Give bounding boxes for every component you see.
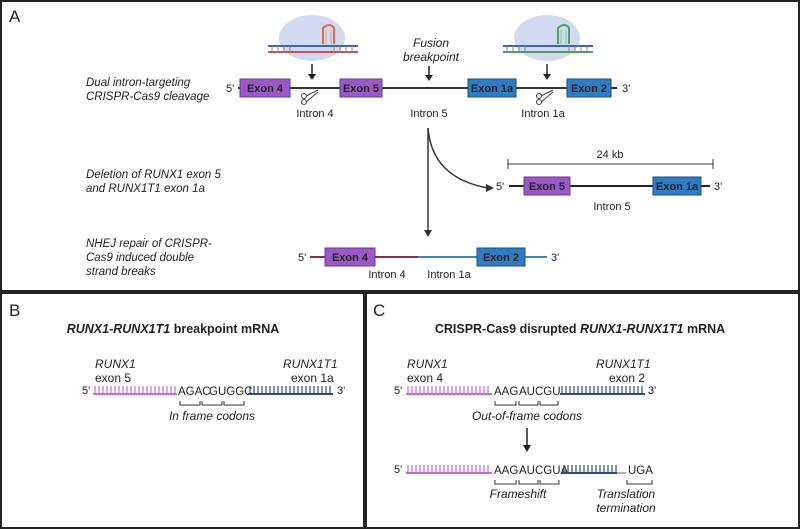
panel-b-right-gene: RUNX1T1 — [283, 357, 338, 371]
row3-three-prime: 3' — [551, 252, 559, 264]
cas9-complex-left-icon — [268, 15, 358, 61]
panel-c-bottom-codons-blue: AUCGUA — [519, 465, 569, 477]
panel-c-top-caption: Out-of-frame codons — [472, 409, 582, 423]
row2-exon5-box — [523, 176, 571, 196]
row1-intron5-label: Intron 5 — [410, 108, 447, 120]
panel-b-frame — [0, 292, 365, 529]
row3-caption-line1: NHEJ repair of CRISPR- — [86, 238, 212, 250]
panel-c-right-gene: RUNX1T1 — [596, 357, 651, 371]
panel-b-right-exon: exon 1a — [291, 371, 334, 385]
row1-exon1a-box — [467, 78, 517, 98]
row3-exon4-box — [324, 247, 376, 267]
row3-intron4-label: Intron 4 — [368, 269, 405, 281]
panel-c-bottom-five-prime: 5' — [394, 464, 402, 476]
row3-exon2-label: Exon 2 — [483, 252, 519, 264]
panel-b-left-exon: exon 5 — [95, 371, 131, 385]
panel-a-letter: A — [9, 7, 21, 26]
row2-caption-line2: and RUNX1T1 exon 1a — [86, 183, 205, 195]
panel-b-caption: In frame codons — [169, 409, 255, 423]
panel-c-top-runx1t1-strand — [560, 386, 645, 395]
row3-exon2-box — [476, 247, 526, 267]
fusion-breakpoint-label-line1: Fusion — [413, 36, 449, 50]
row2-exon5-label: Exon 5 — [529, 181, 565, 193]
panel-c-bottom-codon-brackets — [494, 480, 653, 485]
row2-exon1a-box — [652, 176, 702, 196]
row3-caption-line3: strand breaks — [86, 266, 156, 278]
row1-exon5-label: Exon 5 — [343, 83, 379, 95]
panel-c-top-codons-blue: AUCGU — [519, 386, 561, 398]
scissors-right-icon — [536, 89, 554, 105]
panel-c-top-runx1-strand — [406, 386, 492, 395]
panel-b-left-gene: RUNX1 — [95, 357, 136, 371]
panel-c-letter: C — [373, 301, 385, 320]
row3-caption-line2: Cas9 induced double — [86, 252, 194, 264]
row3-intron1a-label: Intron 1a — [427, 269, 471, 281]
row1-exon2-label: Exon 2 — [571, 83, 607, 95]
row1-exon4-box — [239, 78, 291, 98]
row3-five-prime: 5' — [298, 252, 306, 264]
row1-five-prime: 5' — [226, 83, 234, 95]
deletion-arrow — [427, 127, 489, 189]
panel-c-top-codons-purple: AAG — [494, 386, 518, 398]
panel-b-runx1t1-strand — [248, 386, 333, 395]
panel-b-three-prime: 3' — [337, 385, 345, 397]
row1-exon2-box — [566, 78, 612, 98]
panel-c-left-exon: exon 4 — [407, 371, 443, 385]
panel-b-letter: B — [9, 301, 20, 320]
panel-b-codons-blue: GUGGC — [209, 386, 252, 398]
row1-exon5-box — [339, 78, 383, 98]
panel-c-top-codon-brackets — [494, 401, 559, 406]
row1-three-prime: 3' — [622, 83, 630, 95]
row1-exon4-label: Exon 4 — [247, 83, 284, 95]
panel-c-frame — [365, 292, 800, 529]
panel-c-stop-codon: UGA — [628, 465, 653, 477]
panel-c-title: CRISPR-Cas9 disrupted RUNX1-RUNX1T1 mRNA — [435, 322, 725, 336]
panel-c-frameshift-label: Frameshift — [490, 487, 547, 501]
row2-intron5-label: Intron 5 — [593, 201, 630, 213]
panel-c-termination-line2: termination — [596, 501, 656, 515]
fusion-breakpoint-label-line2: breakpoint — [403, 50, 460, 64]
cas9-complex-right-icon — [503, 15, 593, 61]
panel-b-codon-brackets — [179, 401, 245, 406]
row2-caption-line1: Deletion of RUNX1 exon 5 — [86, 169, 221, 181]
scale-bar-label: 24 kb — [597, 149, 624, 161]
panel-b-codons-purple: AGAC — [178, 386, 211, 398]
row2-three-prime: 3' — [714, 181, 722, 193]
row3-exon4-label: Exon 4 — [332, 252, 369, 264]
row2-exon1a-label: Exon 1a — [656, 181, 699, 193]
panel-c-top-three-prime: 3' — [648, 385, 656, 397]
row1-exon1a-label: Exon 1a — [471, 83, 514, 95]
panel-c-right-exon: exon 2 — [609, 371, 645, 385]
panel-c-top-five-prime: 5' — [394, 385, 402, 397]
row1-intron4-label: Intron 4 — [296, 108, 333, 120]
scissors-left-icon — [301, 89, 319, 105]
panel-a-frame — [0, 0, 800, 292]
panel-b-five-prime: 5' — [82, 385, 90, 397]
panel-c-bottom-runx1-strand — [406, 465, 492, 474]
panel-b-title: RUNX1-RUNX1T1 breakpoint mRNA — [67, 322, 280, 336]
row1-caption-line1: Dual intron-targeting — [86, 77, 191, 89]
panel-c-termination-line1: Translation — [597, 487, 656, 501]
panel-c-left-gene: RUNX1 — [407, 357, 448, 371]
panel-c-bottom-runx1t1-strand — [562, 465, 617, 474]
row1-intron1a-label: Intron 1a — [521, 108, 565, 120]
row2-five-prime: 5' — [496, 181, 504, 193]
panel-b-runx1-strand — [93, 386, 177, 395]
panel-c-bottom-codons-purple: AAG — [494, 465, 518, 477]
row1-caption-line2: CRISPR-Cas9 cleavage — [86, 91, 209, 103]
